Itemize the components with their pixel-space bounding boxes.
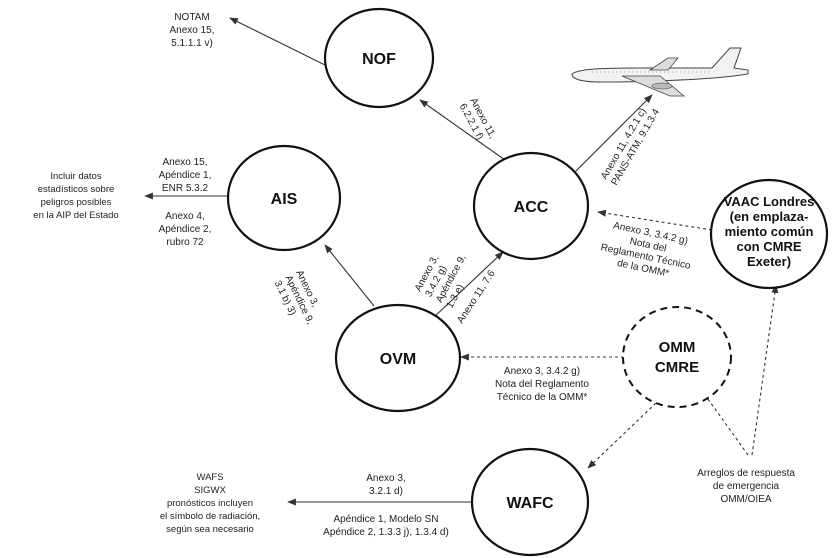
vaac-acc-ref: Anexo 3, 3.4.2 g) Nota del Reglamento Té…	[600, 220, 692, 279]
arreglos-note: Arreglos de respuesta de emergencia OMM/…	[697, 468, 795, 505]
svg-text:en la AIP del Estado: en la AIP del Estado	[33, 210, 118, 221]
node-omm-label: OMM	[659, 339, 696, 356]
edge-omm-wafc	[587, 402, 657, 469]
node-ovm: OVM	[334, 303, 462, 413]
svg-text:WAFS: WAFS	[196, 472, 223, 483]
svg-text:5.1.1.1 v): 5.1.1.1 v)	[171, 38, 213, 49]
edge-vaac-acc	[597, 209, 713, 231]
svg-text:Arreglos de respuesta: Arreglos de respuesta	[697, 468, 795, 479]
omm-ovm-ref: Anexo 3, 3.4.2 g) Nota del Reglamento Té…	[495, 366, 589, 403]
node-nof: NOF	[323, 7, 435, 109]
svg-text:Incluir datos: Incluir datos	[50, 171, 101, 182]
svg-text:según sea necesario: según sea necesario	[166, 524, 254, 535]
edge-acc-aircraft	[574, 94, 653, 173]
svg-text:OMM/OIEA: OMM/OIEA	[720, 494, 771, 505]
svg-text:Apéndice 1,: Apéndice 1,	[159, 170, 212, 181]
node-vaac-line2: (en emplaza-	[730, 209, 809, 224]
node-nof-label: NOF	[362, 51, 396, 68]
acc-nof-ref: Anexo 11, 6.2.2.1 f)	[457, 96, 498, 142]
node-wafc: WAFC	[470, 447, 590, 557]
node-acc: ACC	[472, 151, 590, 261]
svg-text:de emergencia: de emergencia	[713, 481, 780, 492]
svg-text:Técnico de la OMM*: Técnico de la OMM*	[497, 392, 588, 403]
ais-data-note: Incluir datos estadísticos sobre peligro…	[33, 171, 118, 221]
edge-nof-notam	[229, 17, 328, 67]
edge-ovm-acc	[432, 251, 504, 319]
node-ais-label: AIS	[271, 191, 298, 208]
wafc-ref-annex3: Anexo 3, 3.2.1 d)	[366, 473, 405, 497]
ais-ref-annex4: Anexo 4, Apéndice 2, rubro 72	[159, 211, 212, 248]
node-vaac-line4: con CMRE	[737, 239, 802, 254]
edge-acc-nof	[419, 99, 506, 161]
node-omm-cmre: OMM CMRE	[622, 306, 732, 408]
node-wafc-label: WAFC	[506, 495, 554, 512]
svg-text:Anexo 15,: Anexo 15,	[169, 25, 214, 36]
edge-arreglos-omm	[699, 387, 749, 456]
svg-text:Apéndice 2,: Apéndice 2,	[159, 224, 212, 235]
edge-arreglos-vaac	[751, 284, 779, 456]
svg-text:ENR 5.3.2: ENR 5.3.2	[162, 183, 209, 194]
acc-aircraft-ref: Anexo 11, 4.2.1 c) PANS-ATM, 9.1.3.4	[599, 106, 662, 187]
node-vaac-line5: Exeter)	[747, 254, 791, 269]
svg-text:peligros posibles: peligros posibles	[41, 197, 112, 208]
svg-text:Nota del Reglamento: Nota del Reglamento	[495, 379, 589, 390]
node-vaac: VAAC Londres (en emplaza- miento común c…	[709, 178, 829, 290]
svg-text:Anexo 3,: Anexo 3,	[366, 473, 405, 484]
wafc-ref-appendix: Apéndice 1, Modelo SN Apéndice 2, 1.3.3 …	[323, 514, 449, 538]
svg-text:Apéndice 1, Modelo SN: Apéndice 1, Modelo SN	[333, 514, 438, 525]
ais-ref-annex15: Anexo 15, Apéndice 1, ENR 5.3.2	[159, 157, 212, 194]
node-ovm-label: OVM	[380, 351, 416, 368]
aircraft-icon	[571, 47, 749, 97]
svg-text:3.2.1 d): 3.2.1 d)	[369, 486, 403, 497]
wafs-note: WAFS SIGWX pronósticos incluyen el símbo…	[160, 472, 260, 535]
node-vaac-line3: miento común	[725, 224, 814, 239]
node-cmre-label: CMRE	[655, 359, 699, 376]
svg-text:Anexo 3, 3.4.2 g): Anexo 3, 3.4.2 g)	[504, 366, 580, 377]
svg-text:SIGWX: SIGWX	[194, 485, 226, 496]
node-acc-label: ACC	[514, 199, 549, 216]
svg-text:pronósticos incluyen: pronósticos incluyen	[167, 498, 253, 509]
ovm-ais-ref: Anexo 3, Apéndice 9, 3.1 b) 3)	[272, 268, 321, 326]
svg-text:NOTAM: NOTAM	[174, 12, 209, 23]
svg-text:el símbolo de radiación,: el símbolo de radiación,	[160, 511, 260, 522]
svg-text:estadísticos sobre: estadísticos sobre	[38, 184, 115, 195]
node-ais: AIS	[226, 144, 342, 252]
svg-text:Apéndice 2, 1.3.3 j), 1.3.4 d): Apéndice 2, 1.3.3 j), 1.3.4 d)	[323, 527, 449, 538]
svg-text:Anexo 15,: Anexo 15,	[162, 157, 207, 168]
svg-text:rubro 72: rubro 72	[166, 237, 204, 248]
edge-ovm-ais	[324, 244, 375, 307]
svg-text:Anexo 4,: Anexo 4,	[165, 211, 204, 222]
notam-note: NOTAM Anexo 15, 5.1.1.1 v)	[169, 12, 214, 49]
node-vaac-line1: VAAC Londres	[724, 194, 815, 209]
